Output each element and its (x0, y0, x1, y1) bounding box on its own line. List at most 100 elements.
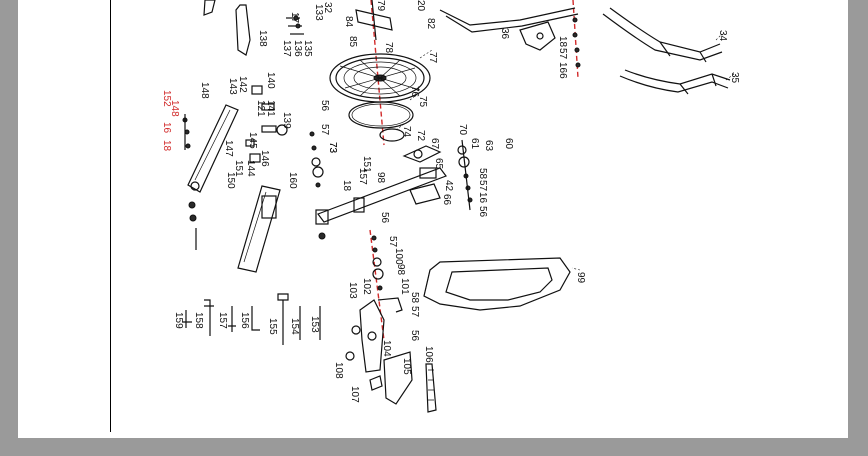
part-number: 56 (379, 212, 390, 224)
part-number: 57 (477, 180, 488, 192)
part-number: 98 (395, 264, 406, 276)
drawing-sheet (18, 0, 848, 438)
part-number: 158 (193, 312, 204, 329)
part-number: 166 (557, 62, 568, 79)
part-number: 36 (499, 28, 510, 40)
part-number: 142 (237, 76, 248, 93)
part-number: 20 (415, 0, 426, 12)
bracket-part-top (203, 0, 251, 56)
part-number: 57 (557, 48, 568, 60)
part-number: 76 (409, 86, 420, 98)
part-number: 136 (292, 40, 303, 57)
part-number: 74 (401, 126, 412, 138)
part-number: 133 (313, 4, 324, 21)
part-number: 57 (387, 236, 398, 248)
part-number: 108 (333, 362, 344, 379)
part-number: 75 (417, 96, 428, 108)
part-number: 101 (399, 278, 410, 295)
part-number: 66 (441, 194, 452, 206)
flywheel (329, 53, 431, 103)
part-number: 58 (409, 292, 420, 304)
part-number: 138 (257, 30, 268, 47)
part-number: 79 (375, 0, 386, 12)
part-number: 146 (259, 150, 270, 167)
crank-arm-104 (351, 299, 385, 373)
part-number-red: 16 (161, 122, 172, 134)
lower-bolt-stack (371, 235, 403, 313)
fittings-107-108 (345, 351, 383, 391)
part-number: 156 (239, 312, 250, 329)
part-number: 145 (247, 132, 258, 149)
part-number: 72 (415, 130, 426, 142)
lower-left-bolts (188, 201, 197, 250)
part-number: 143 (227, 78, 238, 95)
part-number: 159 (173, 312, 184, 329)
part-number: 57 (409, 306, 420, 318)
drive-belt-ring (348, 101, 414, 129)
pedal-block-42 (409, 167, 441, 205)
part-number: 151 (361, 156, 372, 173)
bracket-36 (519, 21, 556, 51)
part-number: 70 (457, 124, 468, 136)
part-number: 144 (245, 160, 256, 177)
center-bolt-stack (309, 131, 326, 240)
part-number: 73 (327, 142, 338, 154)
left-bolt-stack (182, 114, 191, 150)
part-number: 18 (557, 36, 568, 48)
top-frame-bar (439, 7, 579, 33)
small-bolts-top (286, 15, 304, 35)
cover-106 (425, 363, 437, 413)
part-labels: 17 32 133 138 135 136 137 84 85 79 82 20… (161, 0, 740, 403)
part-number: 57 (319, 124, 330, 136)
part-number: 106 (423, 346, 434, 363)
part-number: 155 (267, 318, 278, 335)
part-number: 78 (383, 42, 394, 54)
part-number: 140 (265, 72, 276, 89)
part-number: 16 (477, 192, 488, 204)
small-ring-74 (379, 128, 405, 142)
part-number: 148 (199, 82, 210, 99)
upper-shaft-bracket (355, 0, 393, 41)
part-number: 139 (281, 112, 292, 129)
part-number: 61 (469, 138, 480, 150)
part-number: 73 (327, 142, 338, 154)
part-number: 157 (217, 312, 228, 329)
part-number: 56 (319, 100, 330, 112)
part-number: 147 (223, 140, 234, 157)
part-number: 104 (381, 340, 392, 357)
part-number: 18 (341, 180, 352, 192)
part-number: 154 (289, 318, 300, 335)
pedal-arm-148 (187, 104, 239, 193)
part-number: 107 (349, 386, 360, 403)
part-number: 100 (393, 248, 404, 265)
leader-lines (395, 33, 735, 271)
part-number: 103 (347, 282, 358, 299)
part-number: 153 (309, 316, 320, 333)
center-crank-bar (315, 167, 447, 225)
frame-base-99 (423, 257, 571, 311)
part-number: 135 (302, 40, 313, 57)
part-number: 42 (443, 180, 454, 192)
part-number: 60 (503, 138, 514, 150)
part-number-red: 18 (161, 140, 172, 152)
part-number: 98 (375, 172, 386, 184)
part-number: 77 (427, 52, 438, 64)
part-number: 150 (225, 172, 236, 189)
part-number: 160 (287, 172, 298, 189)
part-number: 82 (425, 18, 436, 30)
part-number: 32 (322, 2, 333, 14)
pedal-plate-160 (237, 185, 281, 273)
part-number: 56 (477, 206, 488, 218)
bearing-housing-67 (402, 145, 442, 163)
cover-105 (383, 351, 413, 405)
handle-arm-34 (602, 7, 723, 63)
part-number: 58 (477, 168, 488, 180)
part-number: 121 (255, 100, 266, 117)
tool-parts-153-159 (182, 293, 321, 345)
part-number: 141 (265, 100, 276, 117)
part-number: 65 (433, 158, 444, 170)
part-number: 102 (361, 278, 372, 295)
right-bolt-stack-60 (457, 139, 473, 211)
bolt-stack-right-top (572, 17, 581, 68)
